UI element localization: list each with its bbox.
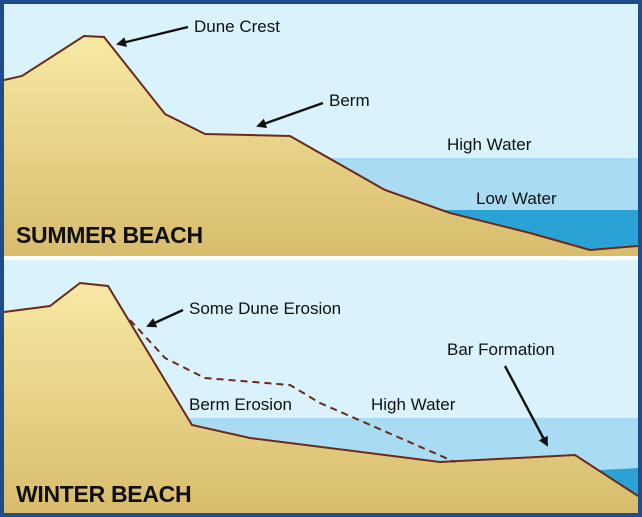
summer-beach-title: SUMMER BEACH [16,222,203,248]
dune-crest-arrow [116,25,189,47]
winter-beach-title: WINTER BEACH [16,481,191,507]
winter-profile-line [4,281,638,497]
panel-divider [4,256,638,260]
dune-crest-label: Dune Crest [194,17,280,36]
summer-sand [4,36,638,256]
dune-erosion-arrow [146,308,184,328]
low-water-label: Low Water [476,189,557,208]
summer-high-water-label: High Water [447,135,532,154]
bar-formation-arrow [503,365,549,447]
winter-panel: Some Dune Erosion Bar Formation Berm Ero… [4,260,638,513]
bar-formation-label: Bar Formation [447,340,555,359]
beach-profile-diagram: Dune Crest Berm High Water Low Water SUM… [4,4,638,513]
summer-profile-line [4,34,638,252]
summer-panel: Dune Crest Berm High Water Low Water SUM… [4,4,638,256]
winter-sand [4,283,638,513]
berm-erosion-label: Berm Erosion [189,395,292,414]
winter-high-water-label: High Water [371,395,456,414]
former-profile-dashed-line [129,319,456,463]
berm-label: Berm [329,91,370,110]
dune-erosion-label: Some Dune Erosion [189,299,341,318]
berm-arrow [256,101,324,129]
